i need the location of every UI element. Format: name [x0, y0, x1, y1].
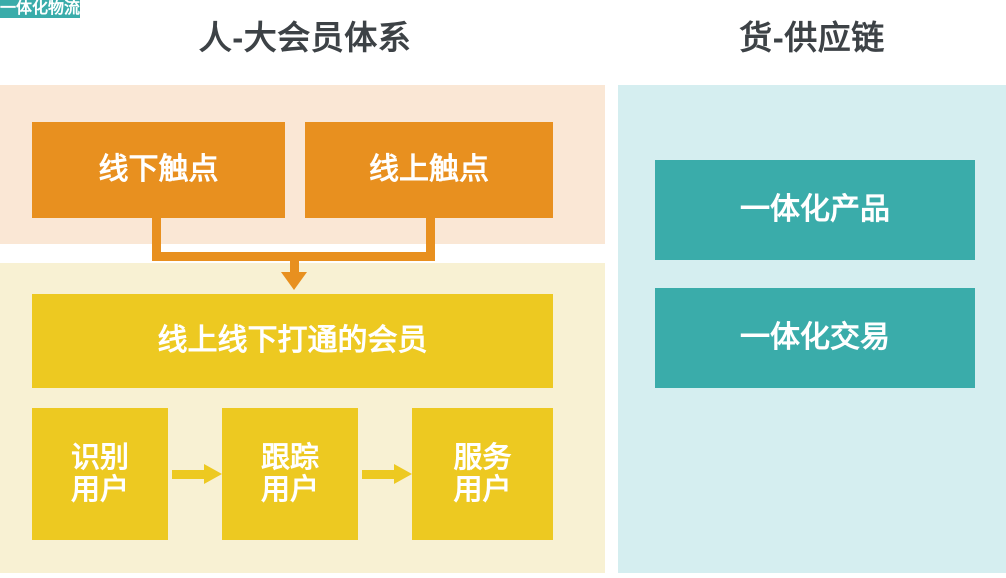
box-integrated-trade[interactable]: 一体化交易 [655, 288, 975, 388]
box-identify-user[interactable]: 识别 用户 [32, 408, 168, 540]
box-serve-user[interactable]: 服务 用户 [412, 408, 553, 540]
box-identify-user-line2: 用户 [70, 474, 129, 506]
box-offline-touchpoint[interactable]: 线下触点 [32, 122, 285, 218]
box-unified-member[interactable]: 线上线下打通的会员 [32, 294, 553, 388]
box-integrated-product[interactable]: 一体化产品 [655, 160, 975, 260]
box-serve-user-line1: 服务 [453, 441, 512, 474]
connector-offline-stem [152, 218, 161, 261]
box-track-user[interactable]: 跟踪 用户 [222, 408, 358, 540]
box-identify-user-line1: 识别 [70, 441, 129, 474]
column-title-goods: 货-供应链 [739, 19, 885, 56]
connector-online-stem [426, 218, 435, 261]
arrow-shaft [172, 470, 205, 479]
arrow-identify-to-track-icon [172, 464, 222, 484]
arrow-shaft [362, 470, 395, 479]
arrow-track-to-serve-icon [362, 464, 412, 484]
arrow-head [204, 464, 222, 484]
box-integrated-logistics[interactable]: 一体化物流 [0, 0, 81, 18]
down-arrow-icon [281, 272, 307, 290]
column-title-people: 人-大会员体系 [198, 19, 412, 56]
connector-down-stem [290, 252, 299, 281]
box-track-user-line2: 用户 [260, 474, 319, 506]
arrow-head [394, 464, 412, 484]
box-online-touchpoint[interactable]: 线上触点 [305, 122, 553, 218]
box-track-user-line1: 跟踪 [260, 441, 319, 474]
box-serve-user-line2: 用户 [453, 474, 512, 506]
